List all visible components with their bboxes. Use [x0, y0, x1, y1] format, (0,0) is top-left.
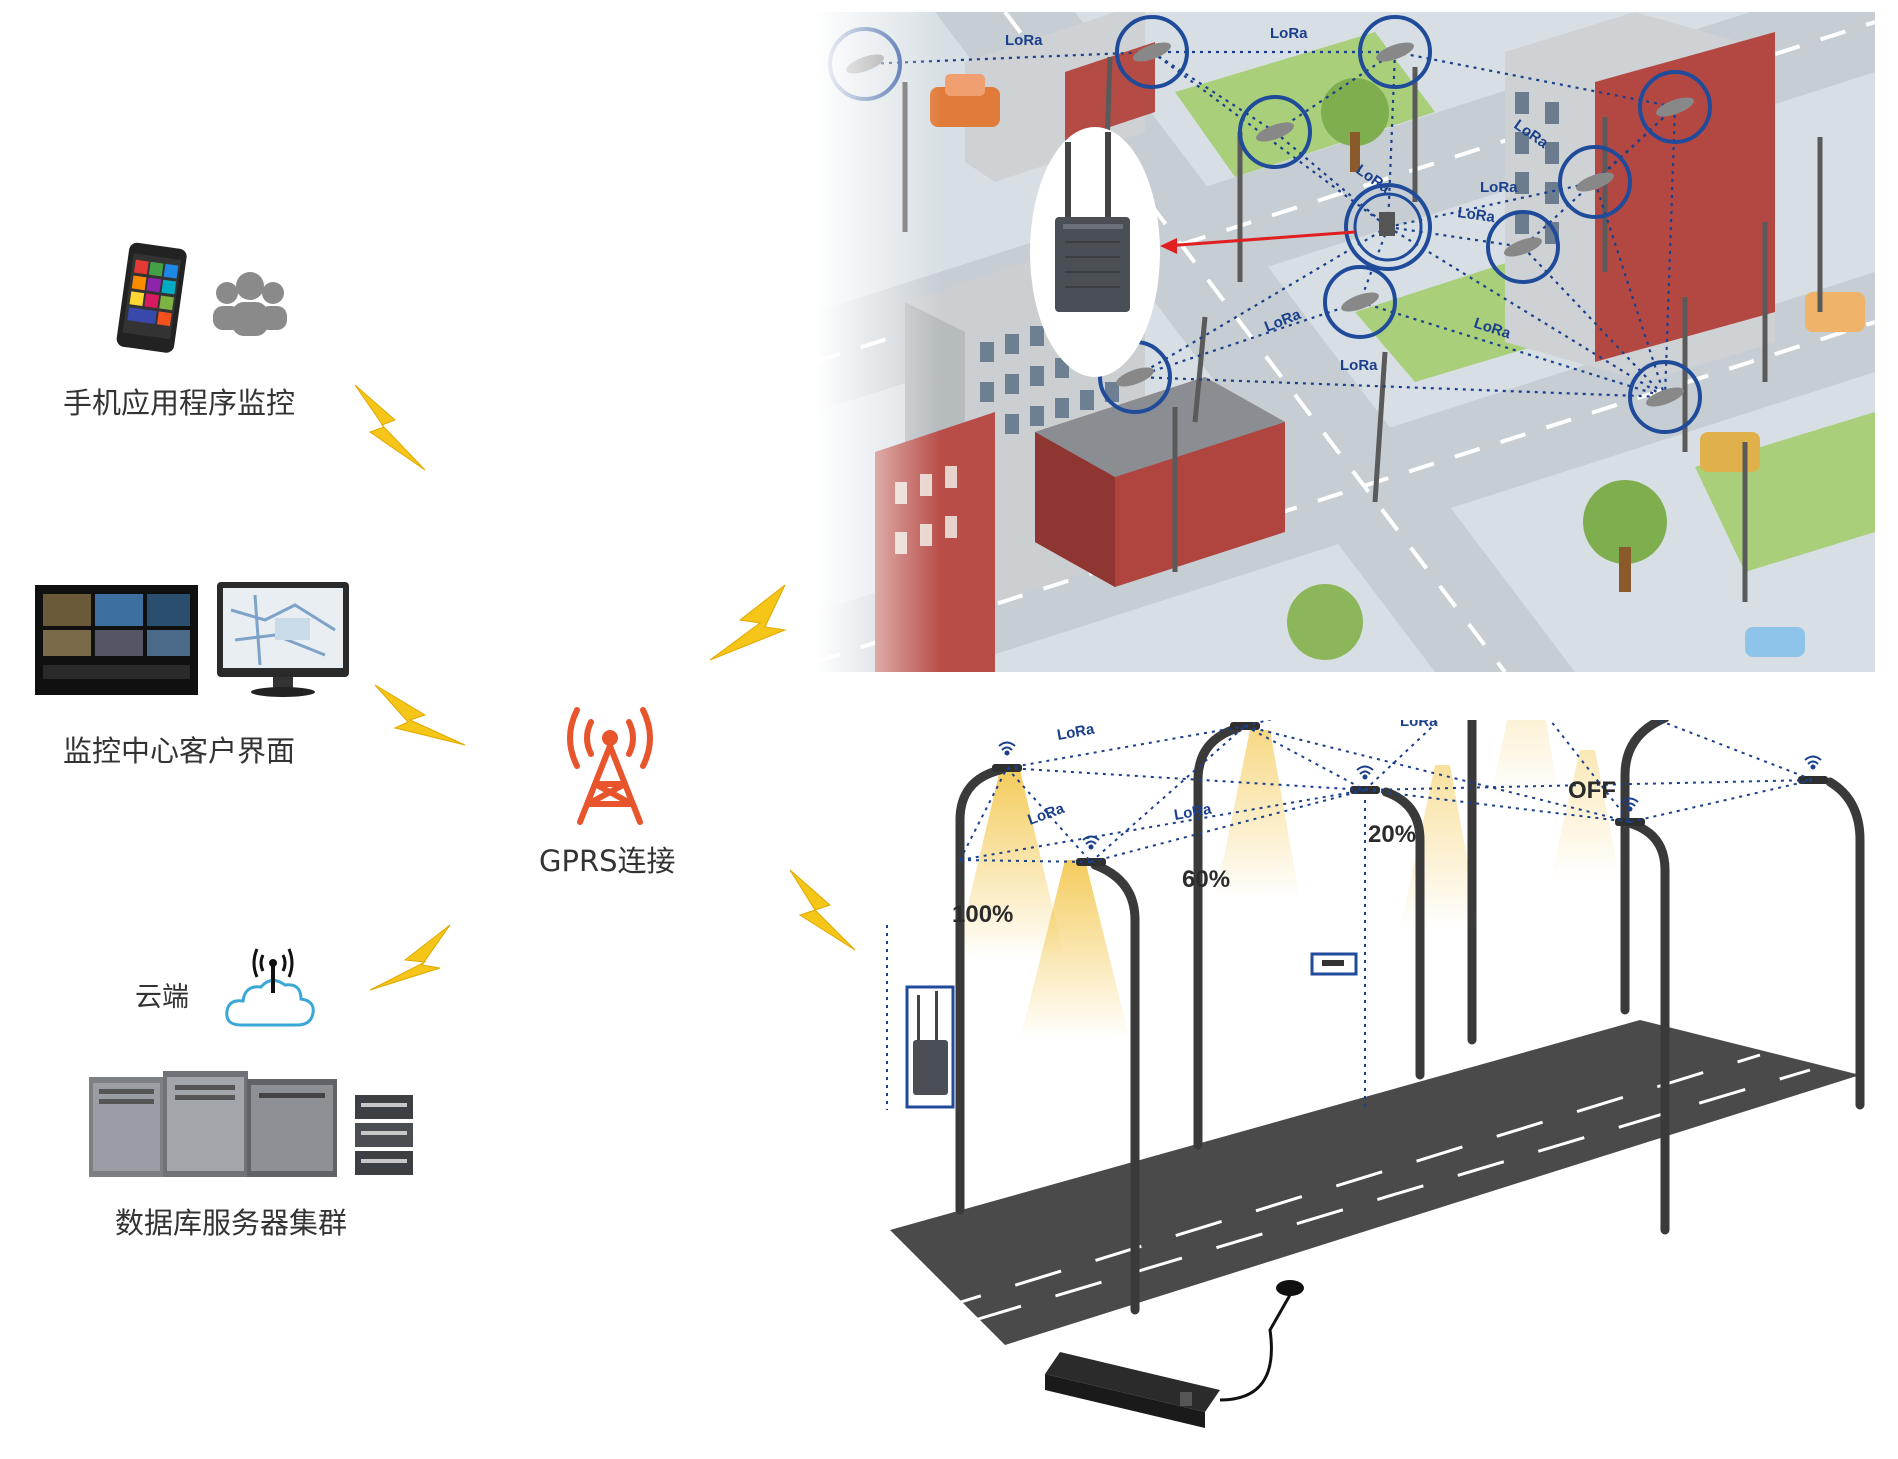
brightness-100: 100%: [952, 901, 1013, 928]
cloud-label: 云端: [135, 982, 189, 1013]
signal-tower-icon: [567, 707, 653, 825]
monitoring-center-group: 监控中心客户界面: [35, 580, 395, 770]
wifi-icon: [1804, 755, 1822, 770]
lightning-bolt-icon: [369, 924, 451, 991]
server-cluster-group: 数据库服务器集群: [85, 1065, 415, 1245]
light-beam: [1550, 750, 1620, 880]
lora-label: LoRa: [1026, 800, 1068, 829]
lora-links: [886, 720, 1814, 1110]
wifi-icon: [998, 741, 1016, 756]
server-cluster-label: 数据库服务器集群: [115, 1206, 348, 1240]
lora-label: LoRa: [1400, 720, 1438, 730]
street-poles: [955, 720, 1865, 1315]
monitoring-screens-icon: [35, 582, 349, 697]
monitoring-center-label: 监控中心客户界面: [63, 734, 296, 768]
street-gateway: [905, 985, 955, 1109]
controller-highlight: [1310, 952, 1358, 976]
light-beam: [1215, 730, 1300, 900]
wifi-icon: [1621, 797, 1639, 812]
brightness-labels: 100% 60% 20% OFF: [952, 777, 1616, 928]
wifi-indicators: [998, 741, 1822, 850]
server-cluster-icon: [89, 1071, 413, 1177]
lora-label: LoRa: [1056, 721, 1097, 744]
lightning-bolt-icon: [709, 584, 787, 661]
mobile-app-label: 手机应用程序监控: [63, 386, 296, 420]
brightness-20: 20%: [1368, 821, 1416, 848]
street-scene: LoRa LoRa LoRa LoRa LoRa LoRa LoRa 100% …: [886, 720, 1865, 1345]
brightness-off: OFF: [1568, 777, 1616, 804]
cloud-antenna-icon: [225, 948, 315, 1027]
smartphone-users-icon: [116, 242, 287, 353]
lamp-controller-icon: [1045, 1280, 1304, 1428]
gprs-label: GPRS连接: [539, 844, 676, 878]
light-beam: [955, 770, 1065, 960]
light-beam: [1020, 860, 1130, 1040]
mobile-app-group: 手机应用程序监控: [60, 240, 360, 430]
wifi-icon: [1082, 835, 1100, 850]
lightning-bolt-icon: [354, 384, 426, 471]
lora-label: LoRa: [1173, 801, 1214, 824]
cloud-group: 云端: [130, 945, 330, 1055]
street-devices: [1045, 1280, 1304, 1428]
city-scene: LoRa LoRa LoRa LoRa LoRa LoRa LoRa LoRa …: [815, 12, 1875, 672]
gprs-group: GPRS连接: [530, 700, 690, 880]
lightning-bolt-icon: [789, 869, 856, 951]
wifi-icon: [1356, 765, 1374, 780]
light-beam: [1490, 720, 1560, 800]
brightness-60: 60%: [1182, 866, 1230, 893]
